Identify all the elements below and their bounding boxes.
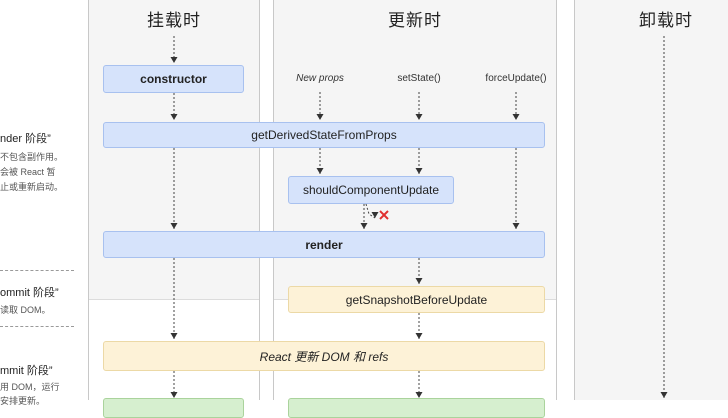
get-derived-state-box: getDerivedStateFromProps (103, 122, 545, 148)
render-phase-desc-2: 会被 React 暂 (0, 167, 56, 177)
did-mount-box (103, 398, 244, 418)
did-update-box (288, 398, 545, 418)
abort-x-icon (379, 210, 389, 220)
commit-phase-title: mmit 阶段” (0, 365, 53, 377)
trigger-force-update: forceUpdate() (485, 73, 547, 84)
render-phase-desc-1: 不包含副作用。 (0, 152, 64, 162)
react-update-dom-box: React 更新 DOM 和 refs (103, 341, 545, 371)
unmount-column (574, 0, 728, 400)
precommit-phase-desc: 读取 DOM。 (0, 305, 51, 315)
render-box: render (103, 231, 545, 258)
trigger-set-state: setState() (397, 73, 441, 84)
update-column-title: 更新时 (388, 11, 442, 30)
precommit-phase-title: ommit 阶段” (0, 287, 59, 299)
constructor-box: constructor (103, 65, 244, 93)
render-phase-desc-3: 止或重新启动。 (0, 182, 64, 192)
phase-divider (0, 270, 74, 271)
arrow-scu-abort (365, 203, 379, 219)
flow-arrows (170, 36, 668, 398)
phase-divider (0, 326, 74, 327)
render-phase-title: nder 阶段” (0, 133, 51, 145)
unmount-column-title: 卸载时 (639, 11, 693, 30)
mount-column-title: 挂载时 (147, 11, 201, 30)
commit-phase-desc-1: 用 DOM，运行 (0, 382, 60, 392)
get-snapshot-box: getSnapshotBeforeUpdate (288, 286, 545, 313)
should-component-update-box: shouldComponentUpdate (288, 176, 454, 204)
trigger-new-props: New props (296, 73, 344, 84)
